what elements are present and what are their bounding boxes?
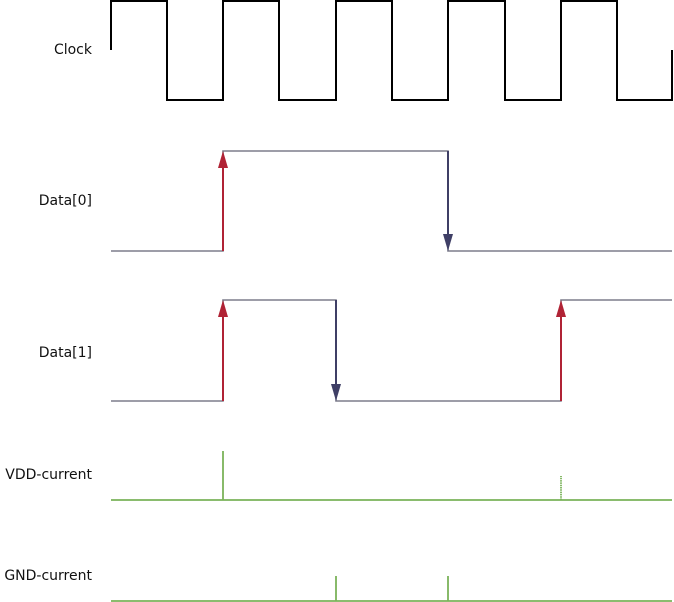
vdd-current-label: VDD-current [5,467,92,483]
data1-falling-arrow [331,300,341,401]
clock-waveform [110,0,673,101]
data0-label: Data[0] [39,193,92,209]
data0-falling-arrow [443,151,453,251]
clock-label: Clock [54,42,93,58]
data1-label: Data[1] [39,345,92,361]
gnd-current-label: GND-current [4,568,92,584]
data0-waveform [111,150,672,252]
data0-rising-arrow [218,151,228,251]
data1-rising-arrow-1 [218,300,228,401]
data1-rising-arrow-2 [556,300,566,401]
data1-waveform [111,299,672,402]
